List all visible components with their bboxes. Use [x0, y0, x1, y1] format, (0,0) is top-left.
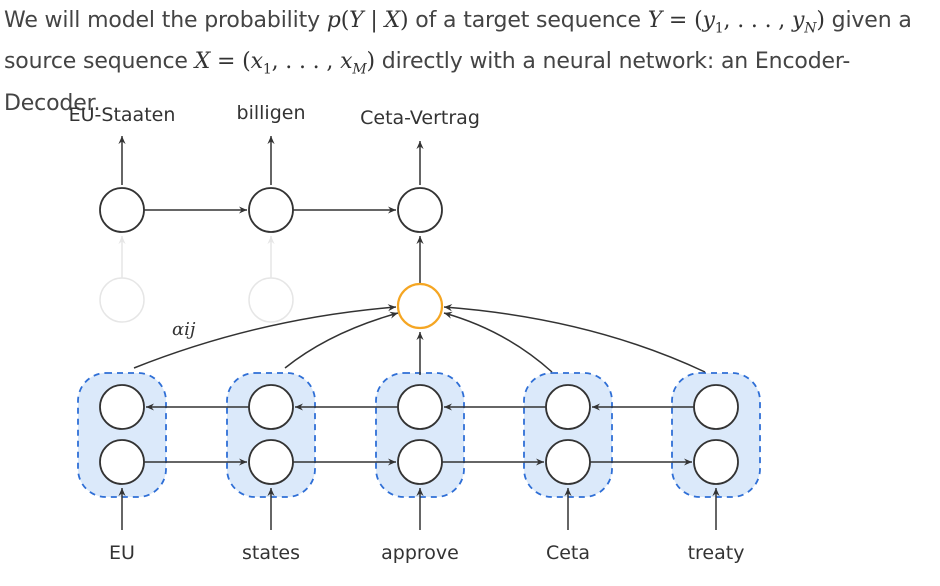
attention-curve-5: [443, 304, 706, 373]
intro-line-1: We will model the probability p(Y | X) o…: [4, 4, 938, 45]
encoder-backward-node-1: [99, 384, 145, 430]
math-target-sequence: Y = (y1, . . . , yN): [647, 8, 825, 37]
source-word-2: states: [242, 542, 300, 564]
encoder-backward-node-3: [397, 384, 443, 430]
faded-attention-node-1: [99, 277, 145, 323]
attention-curve-1: [133, 304, 397, 369]
intro-line-1-part-b: of a target sequence: [408, 8, 648, 33]
encoder-backward-node-2: [248, 384, 294, 430]
decoder-node-2: [248, 187, 294, 233]
decoder-node-3: [397, 187, 443, 233]
decoder-node-1: [99, 187, 145, 233]
intro-line-1-part-a: We will model the probability: [4, 8, 327, 33]
target-word-1: EU-Staaten: [69, 104, 176, 126]
encoder-forward-node-3: [397, 439, 443, 485]
target-word-2: billigen: [237, 102, 306, 124]
math-p-y-given-x: p(Y | X): [326, 8, 409, 33]
attention-curve-2: [284, 311, 399, 369]
source-word-4: Ceta: [546, 542, 590, 564]
faded-attention-node-2: [248, 277, 294, 323]
encoder-forward-node-2: [248, 439, 294, 485]
math-source-sequence: X = (x1, . . . , xM): [194, 49, 375, 78]
intro-text: We will model the probability p(Y | X) o…: [4, 4, 938, 120]
intro-line-1-part-c: given a: [824, 8, 912, 33]
intro-line-2-part-a: source sequence: [4, 49, 195, 75]
encoder-forward-node-1: [99, 439, 145, 485]
encoder-backward-node-4: [545, 384, 591, 430]
attention-weight-label: αij: [172, 319, 196, 340]
source-word-5: treaty: [688, 542, 745, 564]
intro-line-2: source sequence X = (x1, . . . , xM) dir…: [4, 45, 938, 119]
encoder-backward-node-5: [693, 384, 739, 430]
encoder-forward-node-4: [545, 439, 591, 485]
attention-curve-4: [443, 311, 553, 373]
encoder-forward-node-5: [693, 439, 739, 485]
source-word-1: EU: [109, 542, 135, 564]
intro-line-2-part-b: directly with a neural network: an Encod…: [4, 49, 851, 116]
attention-context-node: [396, 282, 444, 330]
target-word-3: Ceta-Vertrag: [360, 107, 480, 129]
source-word-3: approve: [381, 542, 459, 564]
